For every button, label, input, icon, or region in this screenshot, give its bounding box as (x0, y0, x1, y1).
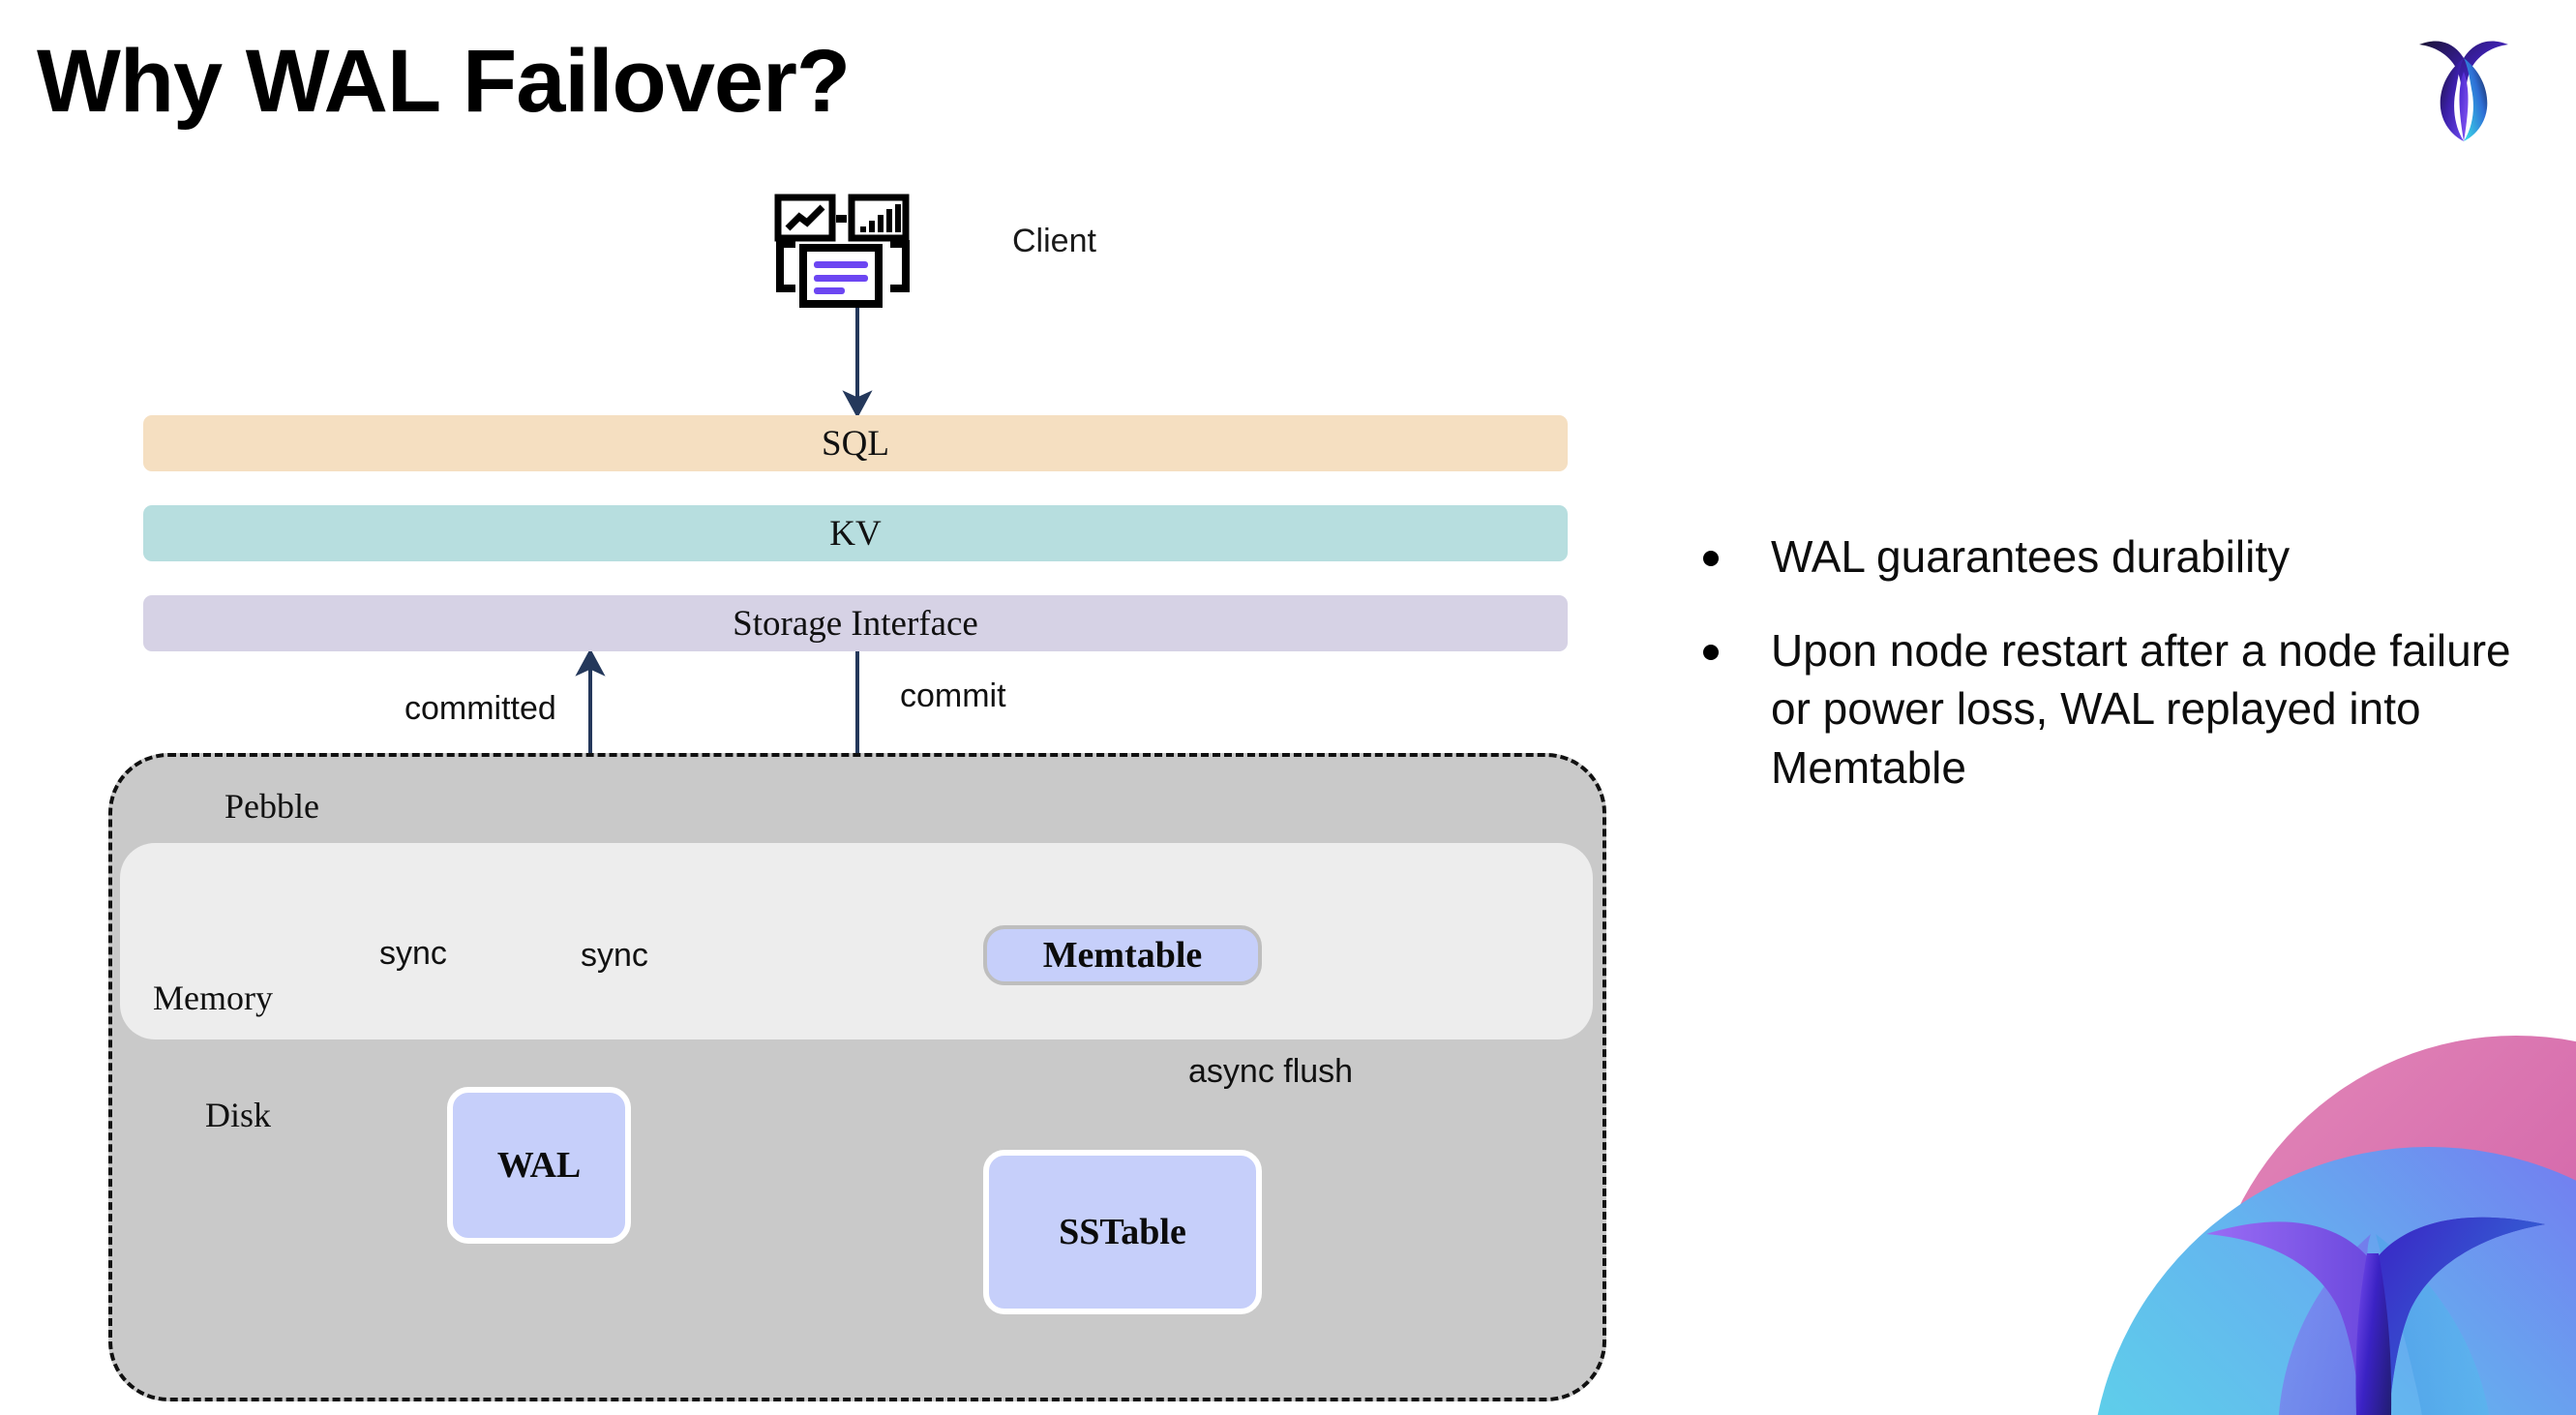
edge-label-async-flush: async flush (1188, 1053, 1354, 1090)
edge-label-sync-right: sync (581, 937, 648, 974)
node-sstable[interactable]: SSTable (983, 1150, 1262, 1314)
disk-label: Disk (205, 1096, 272, 1134)
layer-sql-label: SQL (822, 423, 889, 464)
client-monitor-icon (774, 194, 927, 310)
layer-storage-interface[interactable]: Storage Interface (143, 595, 1568, 651)
list-item: WAL guarantees durability (1703, 527, 2516, 587)
bullet-text: WAL guarantees durability (1771, 531, 2291, 582)
brand-watermark-graphic (1974, 944, 2576, 1415)
client-label: Client (1012, 223, 1096, 259)
layer-kv-label: KV (829, 513, 882, 554)
bullet-dot-icon (1703, 551, 1719, 566)
node-sstable-label: SSTable (1059, 1212, 1186, 1252)
layer-kv[interactable]: KV (143, 505, 1568, 561)
edge-label-commit: commit (900, 677, 1006, 714)
architecture-diagram: Client SQL (108, 194, 1606, 1401)
bullet-list: WAL guarantees durability Upon node rest… (1703, 527, 2516, 832)
list-item: Upon node restart after a node failure o… (1703, 621, 2516, 798)
layer-storage-interface-label: Storage Interface (733, 603, 978, 644)
pebble-label: Pebble (225, 787, 319, 826)
bullet-dot-icon (1703, 644, 1719, 660)
node-memtable[interactable]: Memtable (983, 925, 1262, 985)
memory-region (120, 843, 1593, 1039)
cockroachdb-logo-icon (2411, 29, 2516, 143)
node-wal[interactable]: WAL (447, 1087, 631, 1244)
page-title: Why WAL Failover? (37, 32, 851, 131)
node-memtable-label: Memtable (1042, 935, 1203, 976)
edge-label-committed: committed (404, 690, 556, 727)
memory-label: Memory (153, 978, 273, 1017)
edge-label-sync-left: sync (379, 935, 447, 972)
bullet-text: Upon node restart after a node failure o… (1771, 624, 2511, 794)
node-wal-label: WAL (496, 1145, 582, 1186)
layer-sql[interactable]: SQL (143, 415, 1568, 471)
